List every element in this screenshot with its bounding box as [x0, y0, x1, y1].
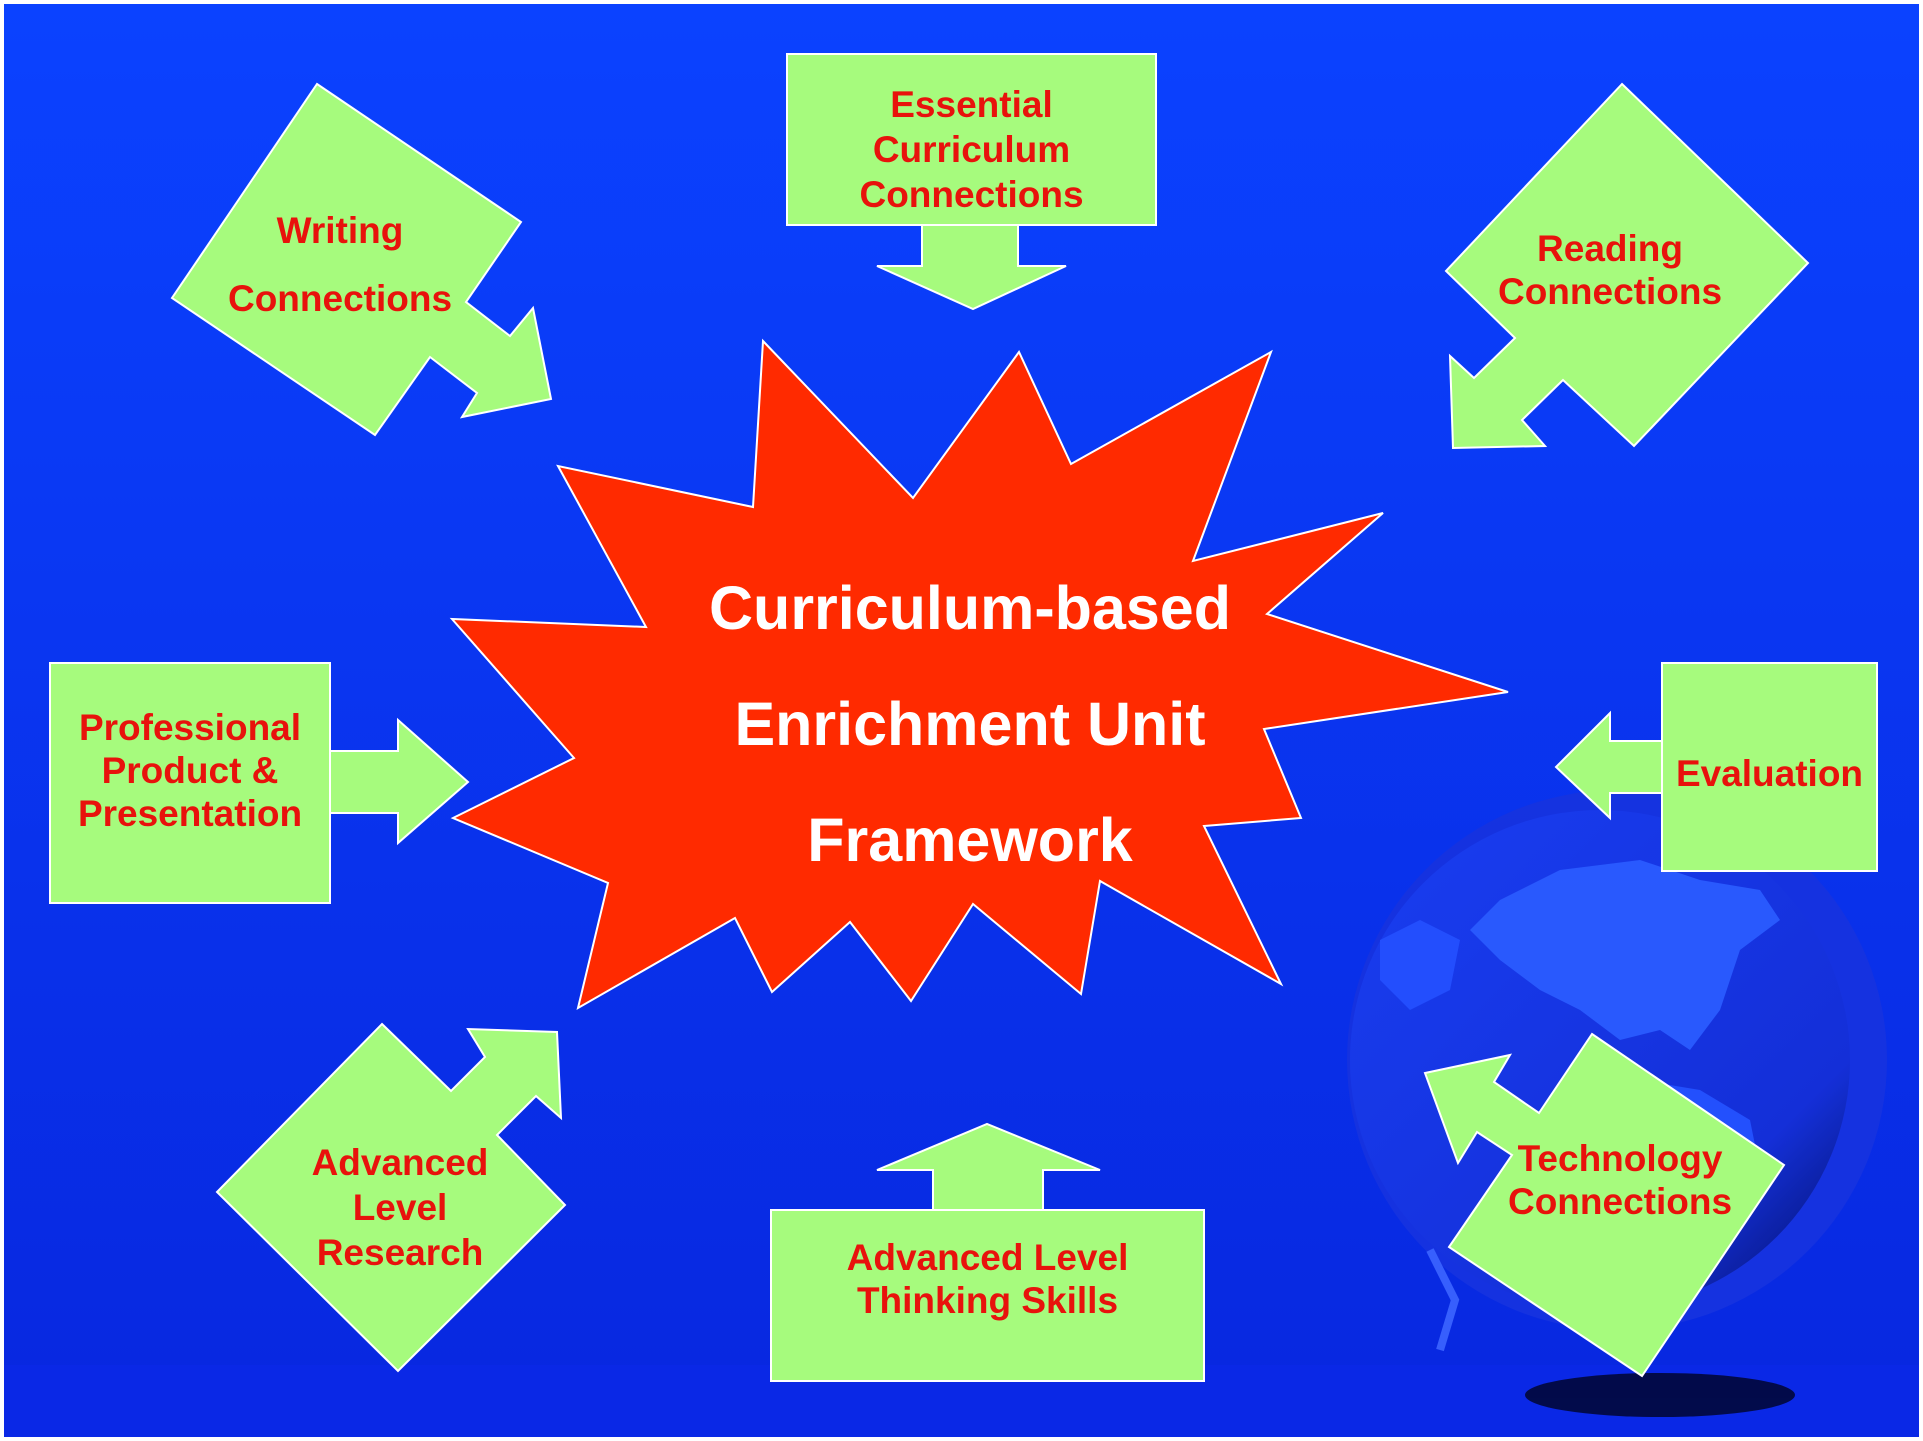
- node-technology-label: Technology Connections: [1507, 1138, 1733, 1222]
- node-essential-shape: [786, 53, 1157, 311]
- node-writing-shape: [170, 82, 553, 437]
- node-research-shape: [215, 1022, 567, 1373]
- node-professional-shape: [49, 662, 470, 904]
- node-reading-shape: [1444, 82, 1810, 450]
- node-technology-shape: [1423, 1032, 1786, 1378]
- node-thinking-label: Advanced Level Thinking Skills: [846, 1237, 1129, 1321]
- node-reading-label: Reading Connections: [1497, 228, 1723, 312]
- central-starburst: [449, 338, 1509, 1011]
- node-thinking-shape: [770, 1122, 1205, 1382]
- node-research-label: Advanced Level Research: [311, 1142, 489, 1273]
- node-evaluation-shape: [1554, 662, 1878, 872]
- node-essential-label: Essential Curriculum Connections: [859, 84, 1084, 215]
- center-label: Curriculum-based Enrichment Unit Framewo…: [709, 574, 1231, 874]
- node-professional-label: Professional Product & Presentation: [77, 707, 303, 834]
- node-evaluation-label: Evaluation: [1675, 753, 1864, 794]
- node-writing-label: Writing Connections: [227, 210, 453, 319]
